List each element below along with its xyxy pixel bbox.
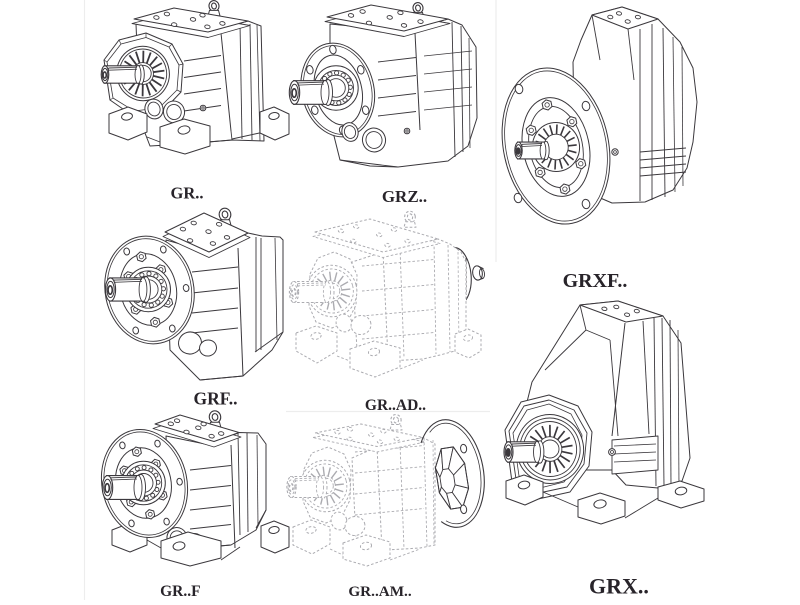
svg-text:GR..: GR.. [171, 184, 204, 203]
svg-text:GR..AM..: GR..AM.. [348, 583, 411, 600]
svg-text:GRF..: GRF.. [193, 388, 237, 408]
svg-text:GRXF..: GRXF.. [563, 270, 628, 292]
svg-text:GRX..: GRX.. [589, 574, 649, 599]
svg-text:GR..F: GR..F [160, 583, 200, 600]
svg-text:GRZ..: GRZ.. [382, 187, 427, 206]
svg-text:GR..AD..: GR..AD.. [365, 397, 426, 414]
